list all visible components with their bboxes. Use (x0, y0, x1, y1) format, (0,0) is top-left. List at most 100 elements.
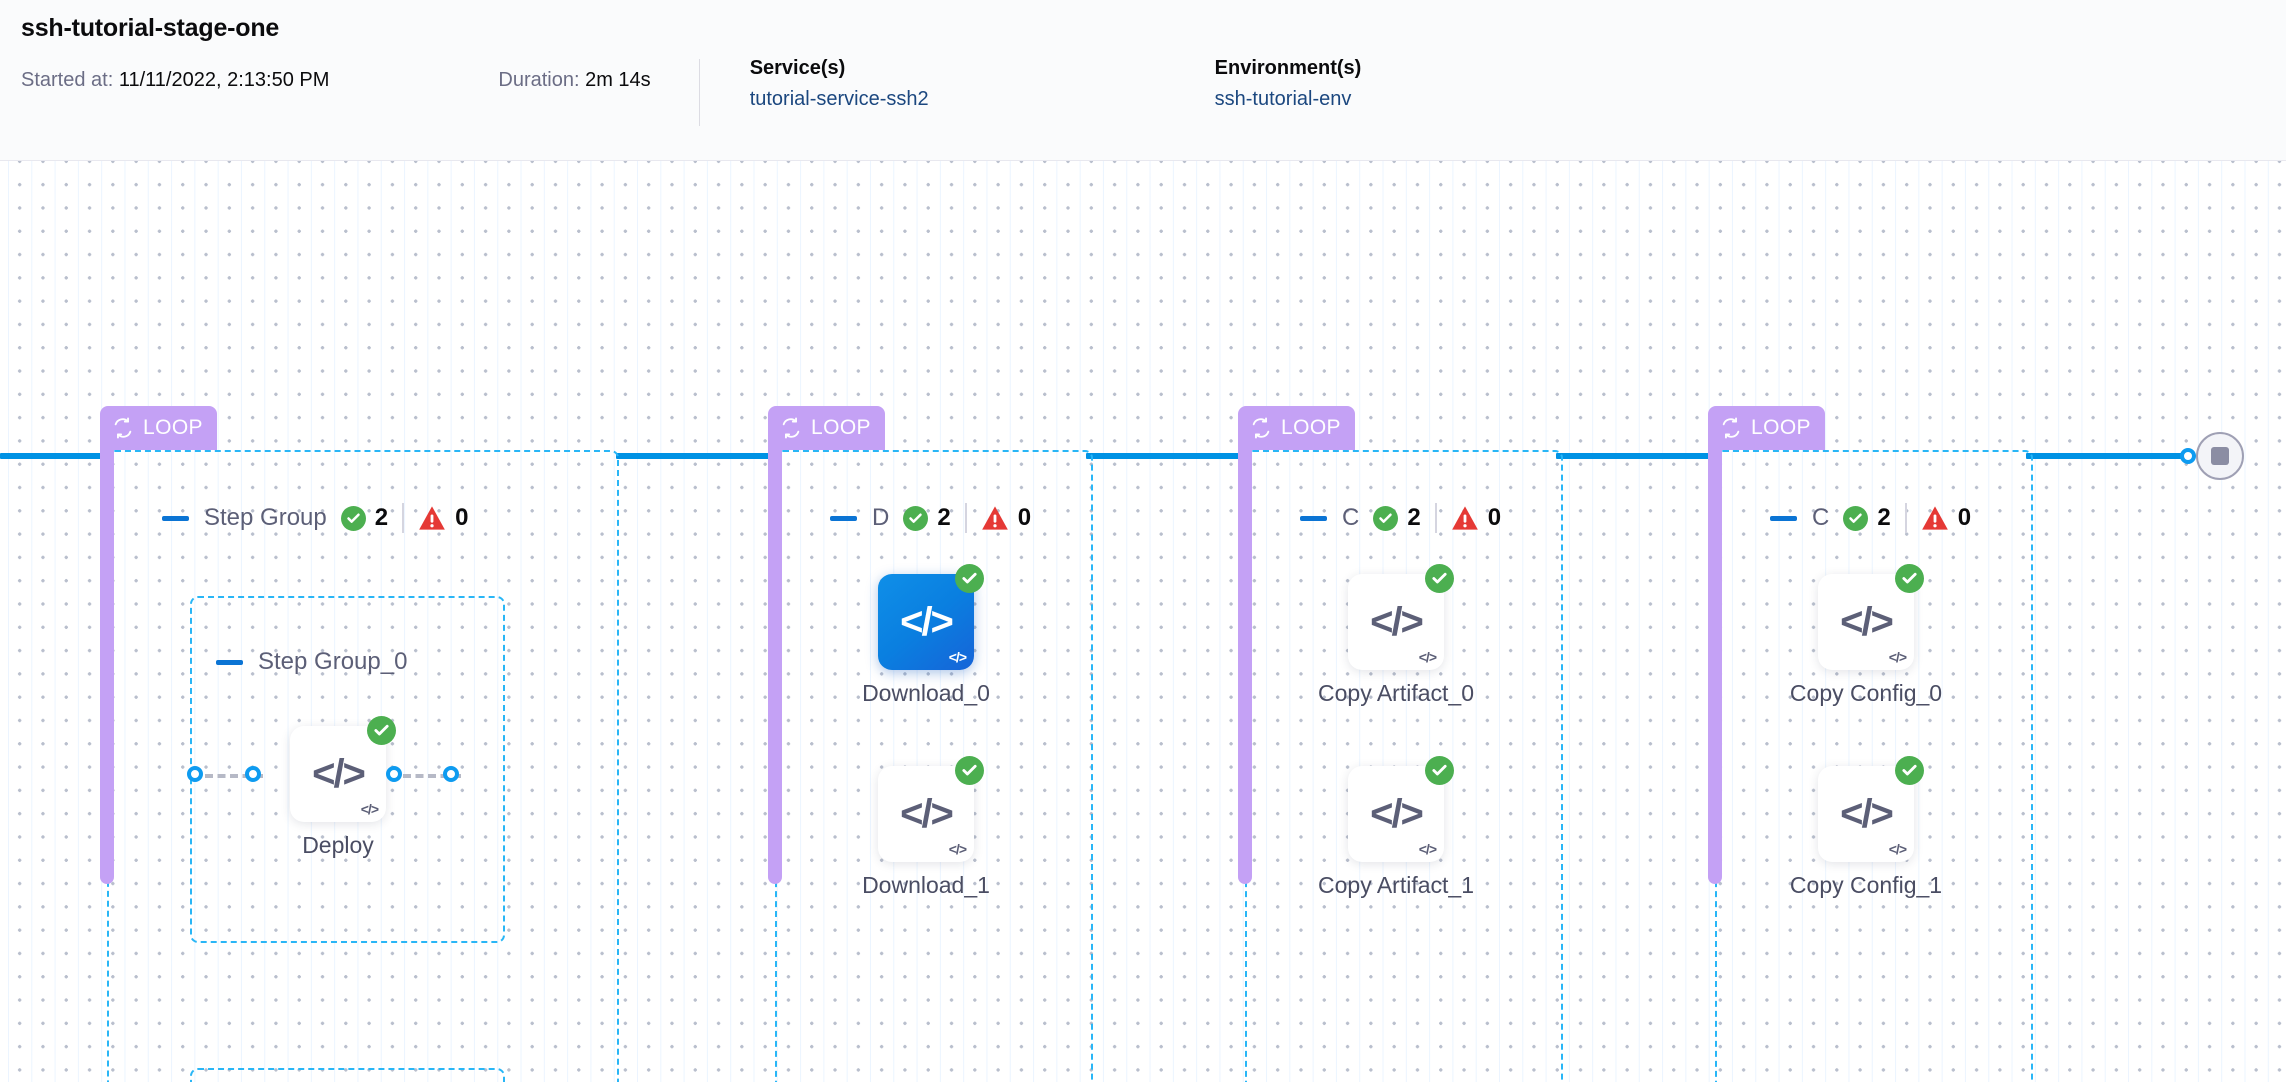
success-check-icon (1373, 505, 1399, 531)
environments-block: Environment(s) ssh-tutorial-env (1215, 57, 1362, 111)
step-node-box[interactable]: </> </> (1818, 564, 1924, 670)
services-value-link[interactable]: tutorial-service-ssh2 (749, 88, 929, 110)
connector-line-entry (0, 453, 108, 459)
loop-badge[interactable]: LOOP (1708, 406, 1825, 450)
group-header: C 2 0 (1770, 503, 1971, 533)
error-warning-icon (1451, 506, 1478, 530)
loop-badge[interactable]: LOOP (1238, 406, 1355, 450)
success-check-icon (1843, 505, 1869, 531)
loop-badge-label: LOOP (1751, 416, 1811, 439)
shell-script-corner-icon: </> (1888, 649, 1907, 665)
collapse-toggle-icon[interactable] (1770, 515, 1797, 521)
collapse-toggle-icon[interactable] (162, 515, 189, 521)
success-count: 2 (374, 504, 389, 531)
loop-badge[interactable]: LOOP (100, 406, 217, 450)
step-node-label: Download_1 (862, 872, 990, 898)
success-count: 2 (937, 504, 951, 531)
error-count: 0 (1957, 504, 1972, 531)
step-node-box[interactable]: </> </> (878, 756, 984, 862)
started-at-label: Started at: (21, 69, 114, 91)
subgroup-boundary-1 (190, 1068, 505, 1082)
status-badge (955, 564, 984, 593)
connector-line-2 (1086, 453, 1246, 459)
success-stat: 2 (1373, 504, 1421, 532)
pipeline-end-node[interactable] (2196, 432, 2244, 480)
step-node-copy-artifact-0: </> </> Copy Artifact_0 (1318, 564, 1474, 706)
loop-badge[interactable]: LOOP (768, 406, 885, 450)
group-name-label: C (1812, 504, 1830, 531)
stat-divider (964, 503, 967, 533)
loop-side-bar (100, 424, 114, 884)
collapse-toggle-icon[interactable] (830, 515, 857, 521)
loop-icon (1252, 417, 1270, 439)
shell-script-corner-icon: </> (1418, 841, 1437, 857)
success-stat: 2 (340, 504, 389, 532)
services-label: Service(s) (749, 57, 846, 79)
connection-handle-right[interactable] (443, 766, 459, 782)
step-node-box[interactable]: </> </> (1348, 564, 1454, 670)
step-node-copy-config-1: </> </> Copy Config_1 (1790, 756, 1942, 898)
subgroup-name-label: Step Group_0 (258, 648, 408, 675)
environments-value-link[interactable]: ssh-tutorial-env (1214, 88, 1352, 110)
error-count: 0 (1487, 504, 1502, 531)
step-node-label: Copy Config_0 (1789, 680, 1943, 706)
error-warning-icon (419, 506, 445, 530)
shell-script-corner-icon: </> (948, 649, 967, 665)
success-count: 2 (1407, 504, 1421, 531)
stat-divider (1904, 503, 1907, 533)
node-input-handle[interactable] (245, 766, 261, 782)
error-warning-icon (981, 506, 1008, 530)
loop-badge-label: LOOP (143, 416, 203, 439)
step-node-copy-artifact-1: </> </> Copy Artifact_1 (1318, 756, 1474, 898)
code-icon: </> (900, 791, 954, 836)
step-node-box[interactable]: </> </> (290, 716, 396, 822)
stat-divider (1434, 503, 1437, 533)
step-node-box[interactable]: </> </> (1818, 756, 1924, 862)
collapse-toggle-icon[interactable] (216, 659, 243, 665)
node-output-handle[interactable] (386, 766, 402, 782)
error-stat: 0 (1451, 504, 1501, 532)
step-node-label: Copy Artifact_0 (1318, 680, 1474, 706)
collapse-toggle-icon[interactable] (1300, 515, 1327, 521)
shell-script-corner-icon: </> (1888, 841, 1907, 857)
error-count: 0 (455, 504, 469, 531)
step-node-label: Deploy (302, 832, 374, 858)
code-icon: </> (1840, 599, 1894, 644)
group-header: Step Group 2 0 (162, 503, 468, 533)
error-warning-icon (1921, 506, 1948, 530)
pipeline-graph-canvas[interactable]: LOOP Step Group 2 0 (0, 161, 2286, 1082)
end-node-input-handle[interactable] (2180, 448, 2196, 464)
subgroup-header-0: Step Group_0 (216, 648, 407, 676)
error-count: 0 (1017, 504, 1032, 531)
stage-header: ssh-tutorial-stage-one Started at: 11/11… (0, 0, 2286, 161)
group-name-label: D (872, 504, 890, 531)
loop-side-bar (768, 424, 782, 884)
status-badge (367, 716, 396, 745)
group-name-label: Step Group (204, 504, 327, 531)
code-icon: </> (1370, 791, 1424, 836)
code-icon: </> (1370, 599, 1424, 644)
loop-side-bar (1708, 424, 1722, 884)
error-stat: 0 (981, 504, 1031, 532)
connection-handle-left[interactable] (187, 766, 203, 782)
connector-line-exit (2026, 453, 2190, 459)
step-node-label: Copy Config_1 (1789, 872, 1943, 898)
step-node-box[interactable]: </> </> (878, 564, 984, 670)
connector-line-3 (1556, 453, 1716, 459)
dashed-connector-right (403, 774, 461, 778)
status-badge (1425, 564, 1454, 593)
header-divider (698, 59, 700, 126)
duration-value: 2m 14s (585, 69, 651, 91)
success-stat: 2 (1843, 504, 1891, 532)
code-icon: </> (1840, 791, 1894, 836)
status-badge (955, 756, 984, 785)
step-node-copy-config-0: </> </> Copy Config_0 (1790, 564, 1942, 706)
shell-script-corner-icon: </> (1418, 649, 1437, 665)
shell-script-corner-icon: </> (948, 841, 967, 857)
started-at-value: 11/11/2022, 2:13:50 PM (118, 69, 330, 91)
step-node-label: Download_0 (862, 680, 990, 706)
started-at-block: Started at: 11/11/2022, 2:13:50 PM (21, 57, 329, 92)
success-count: 2 (1877, 504, 1891, 531)
step-node-box[interactable]: </> </> (1348, 756, 1454, 862)
error-stat: 0 (1921, 504, 1971, 532)
